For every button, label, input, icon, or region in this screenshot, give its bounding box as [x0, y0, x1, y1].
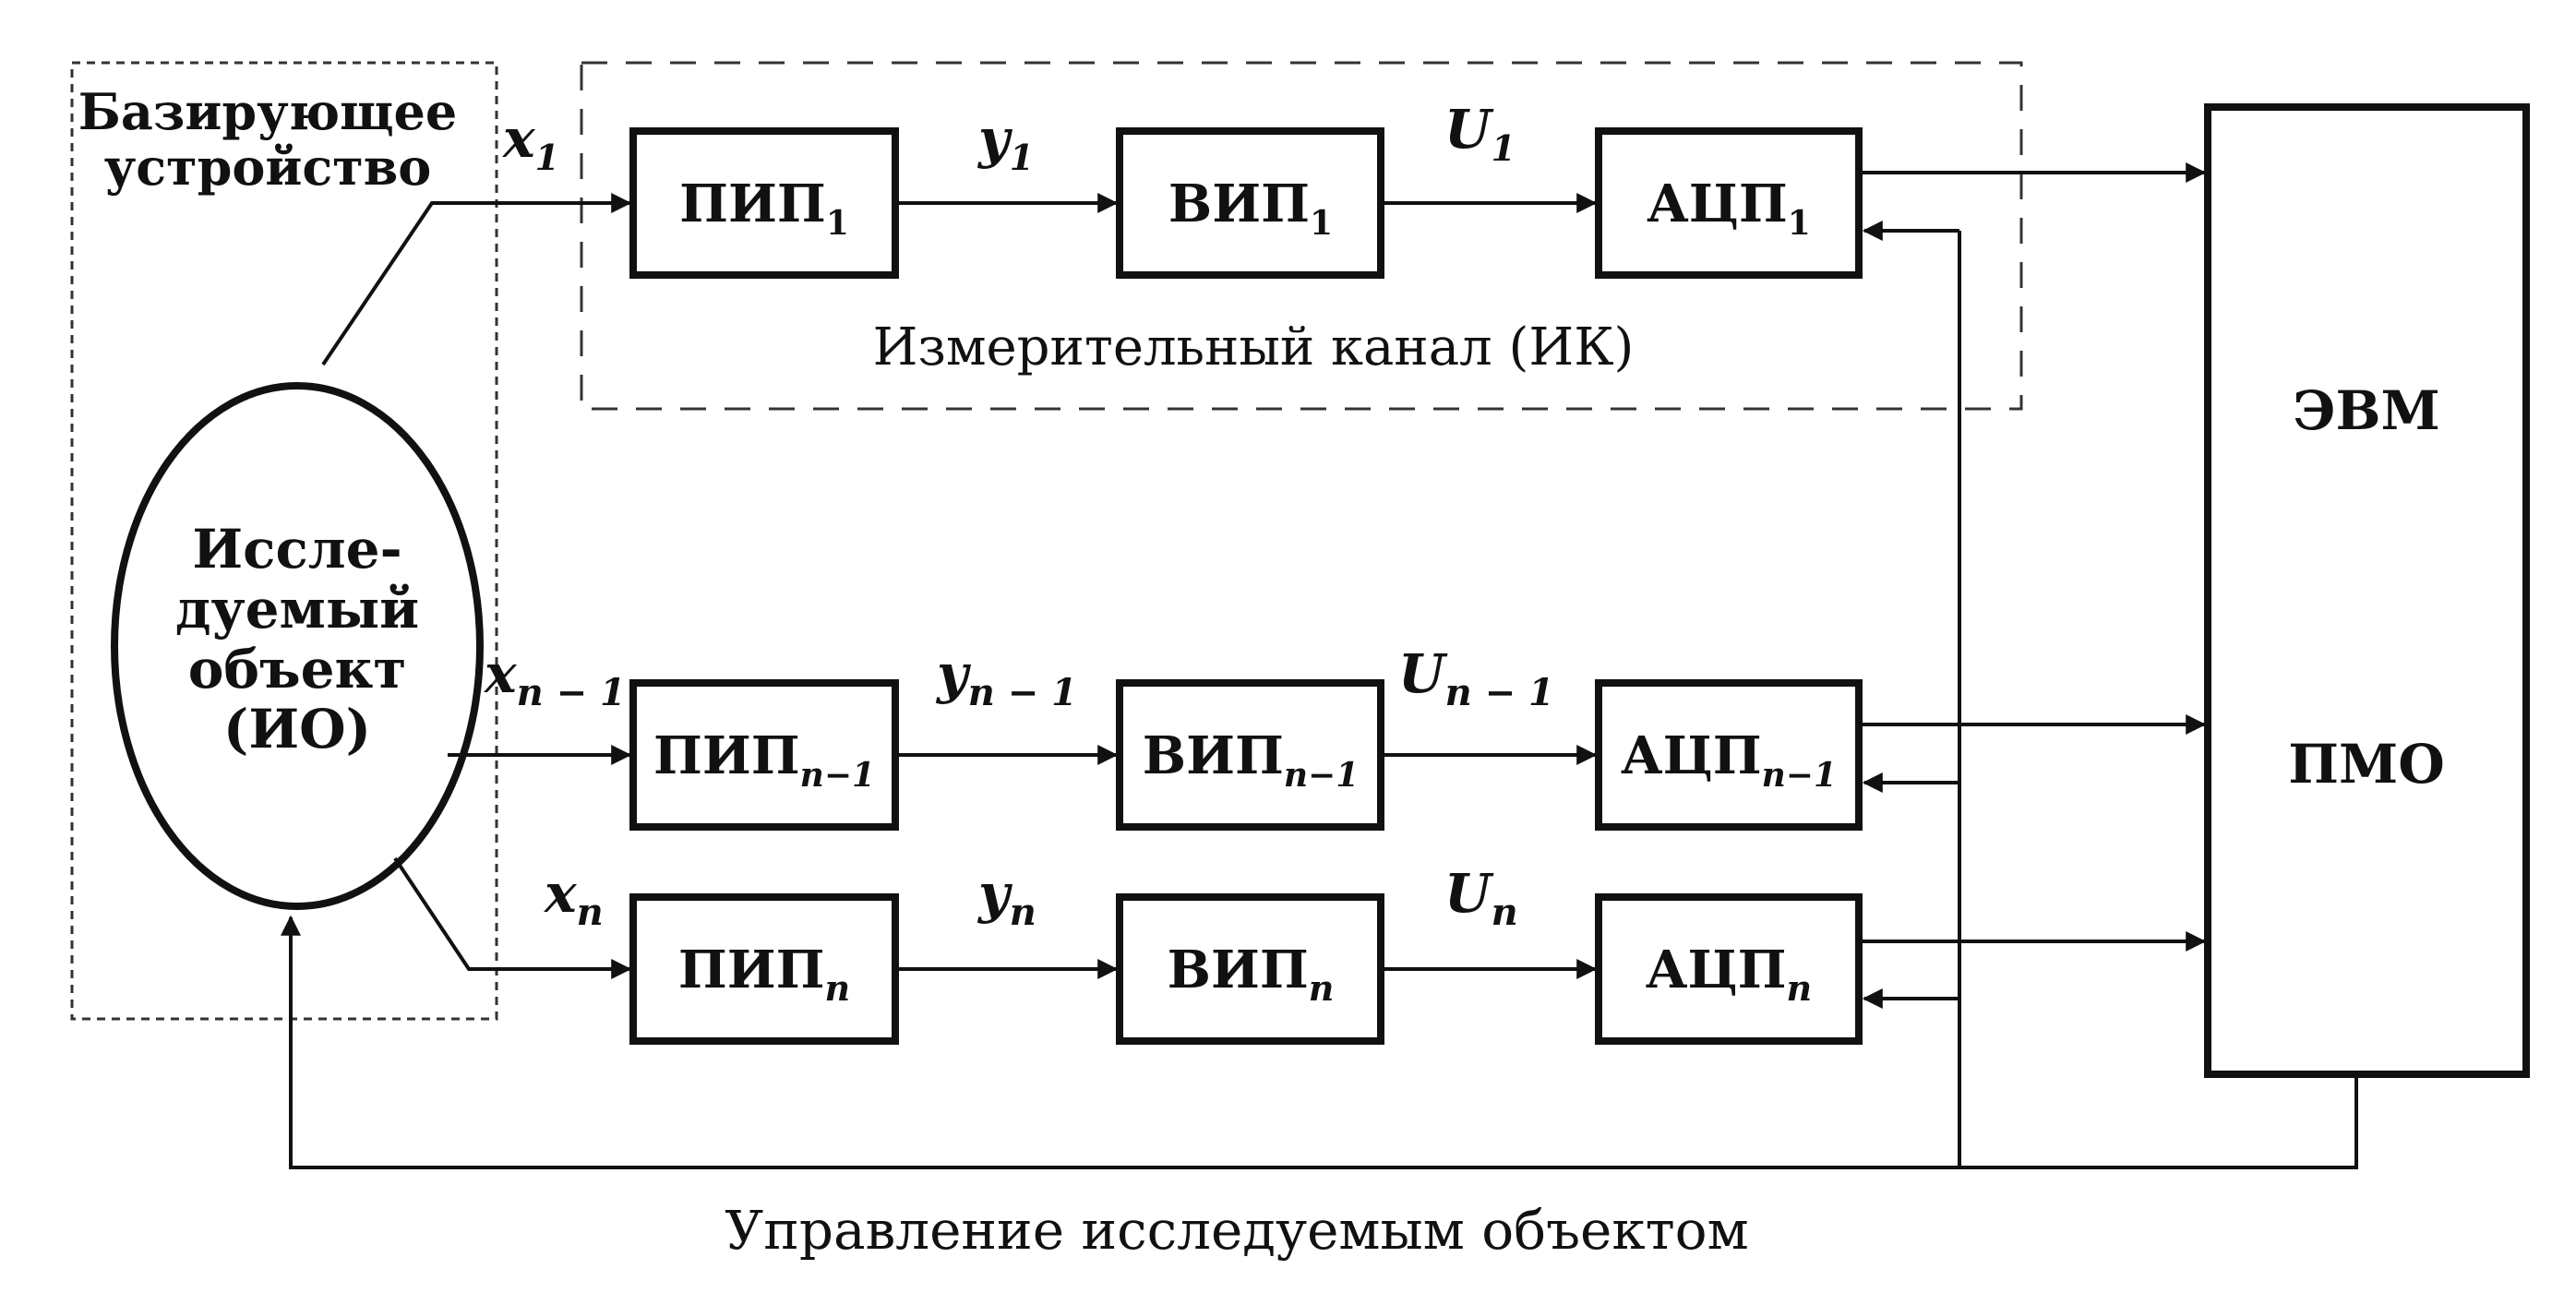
- investigated-object: [111, 382, 484, 910]
- acp-n-label: АЦПn: [1646, 940, 1812, 1009]
- acp-1-label: АЦП1: [1647, 174, 1811, 243]
- base-device-label-2: устройство: [104, 138, 432, 197]
- software-label: ПМО: [2288, 733, 2445, 796]
- vip-1-label: ВИП1: [1168, 174, 1333, 243]
- vip-n-label: ВИПn: [1168, 940, 1335, 1009]
- yn-1-label: yn − 1: [935, 642, 1077, 714]
- un-label: Un: [1444, 862, 1518, 934]
- measuring-channel-frame: [580, 61, 2023, 411]
- xn-1-label: xn − 1: [483, 642, 626, 714]
- vip-n-1-box: [1116, 679, 1384, 831]
- base-device-frame: [70, 61, 498, 1021]
- object-label-1: Иссле-: [192, 518, 401, 581]
- acp-n-box: [1595, 893, 1863, 1045]
- object-label-2: дуемый: [175, 578, 419, 641]
- base-device-label-1: Базирующее: [78, 82, 457, 141]
- vip-n-box: [1116, 893, 1384, 1045]
- computer-box: [2204, 103, 2530, 1078]
- pip-n-1-box: [629, 679, 899, 831]
- object-to-pip-1-line: [321, 193, 632, 366]
- pip-n-1-label: ПИПn−1: [653, 725, 875, 795]
- object-to-pip-n-line: [393, 856, 632, 979]
- u1-label: U1: [1444, 98, 1516, 169]
- yn-label: yn: [976, 862, 1036, 934]
- x1-label: x1: [501, 107, 559, 178]
- vip-1-box: [1116, 127, 1384, 279]
- un-1-label: Un − 1: [1398, 642, 1554, 714]
- y1-label: y1: [976, 107, 1034, 178]
- pip-1-label: ПИП1: [679, 174, 849, 243]
- xn-label: xn: [543, 862, 604, 934]
- computer-label: ЭВМ: [2293, 379, 2439, 442]
- acp-n-1-box: [1595, 679, 1863, 831]
- acp-1-box: [1595, 127, 1863, 279]
- pip-n-label: ПИПn: [678, 940, 850, 1009]
- control-feedback-line: [281, 915, 2358, 1169]
- object-label-3: объект: [188, 638, 407, 700]
- vip-n-1-label: ВИПn−1: [1143, 725, 1360, 795]
- object-label-4: (ИО): [223, 698, 371, 760]
- acp-n-1-label: АЦПn−1: [1621, 725, 1837, 795]
- pip-n-box: [629, 893, 899, 1045]
- measuring-channel-label: Измерительный канал (ИК): [873, 317, 1635, 377]
- control-caption: Управление исследуемым объектом: [725, 1199, 1748, 1262]
- pip-1-box: [629, 127, 899, 279]
